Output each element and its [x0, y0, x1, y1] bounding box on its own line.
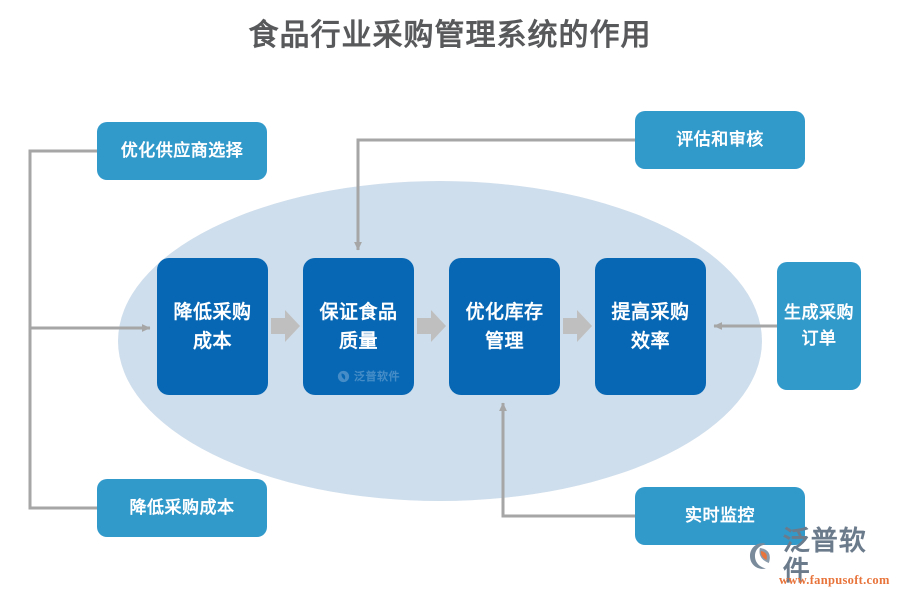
- node-improve-purchase-efficiency[interactable]: 提高采购 效率: [595, 258, 706, 395]
- node-evaluation-and-audit[interactable]: 评估和审核: [635, 111, 805, 169]
- connector-realtime-to-inventory: [499, 402, 635, 518]
- brand-logo: 泛普软件 www.fanpusoft.com: [748, 526, 894, 592]
- node-generate-purchase-order[interactable]: 生成采购 订单: [777, 262, 861, 390]
- chevron-arrow-icon-3: [563, 310, 592, 342]
- page-title: 食品行业采购管理系统的作用: [248, 19, 652, 52]
- chevron-arrow-icon-2: [417, 310, 446, 342]
- brand-logo-row: 泛普软件: [748, 526, 894, 586]
- chevron-arrow-icon-1: [271, 310, 300, 342]
- brand-url: www.fanpusoft.com: [779, 573, 890, 587]
- connector-left-bracket: [28, 149, 151, 510]
- node-reduce-purchase-cost[interactable]: 降低采购 成本: [157, 258, 268, 395]
- node-realtime-monitoring[interactable]: 实时监控: [635, 487, 805, 545]
- connector-evaluate-to-quality: [354, 138, 635, 251]
- node-optimize-inventory-management[interactable]: 优化库存 管理: [449, 258, 560, 395]
- node-optimize-supplier-selection[interactable]: 优化供应商选择: [97, 122, 267, 180]
- brand-name: 泛普软件: [782, 526, 867, 586]
- node-ensure-food-quality[interactable]: 保证食品 质量: [303, 258, 414, 395]
- brand-mark-icon: [749, 543, 770, 569]
- node-lower-purchase-cost[interactable]: 降低采购成本: [97, 479, 267, 537]
